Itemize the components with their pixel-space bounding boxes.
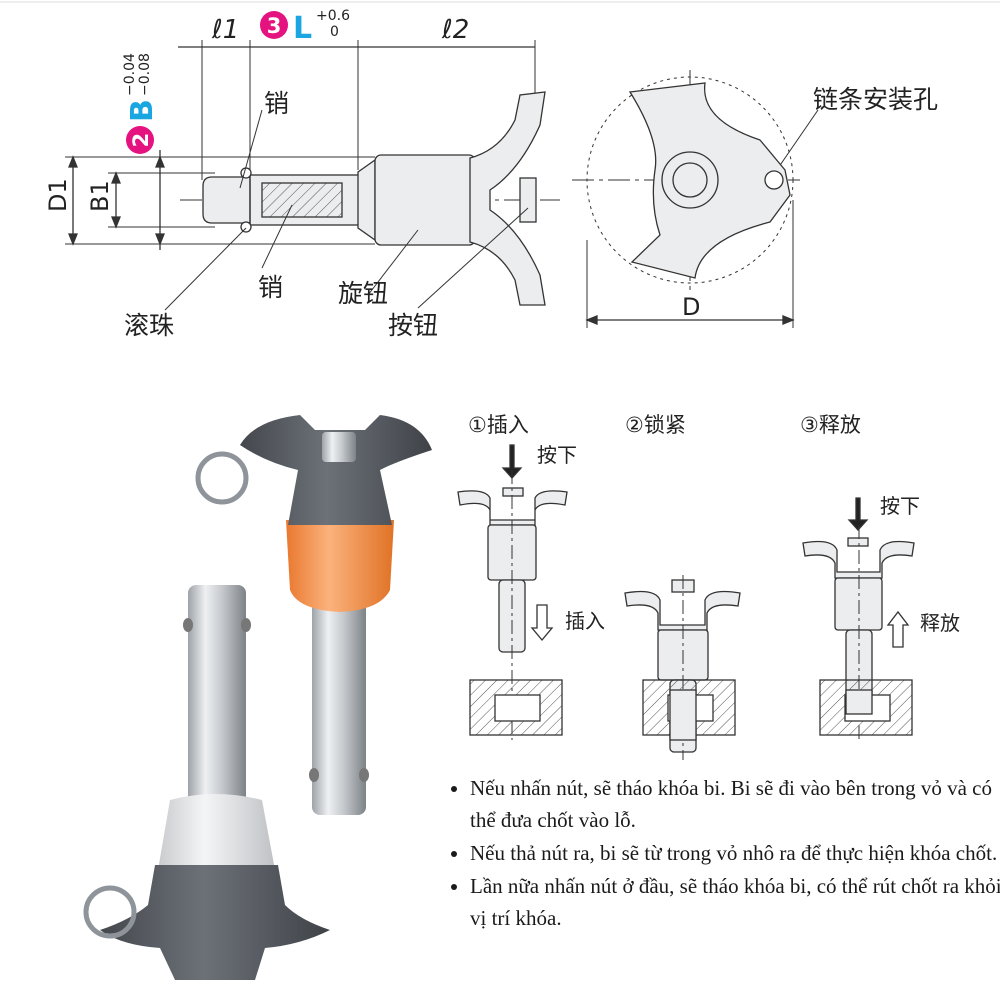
ball-label: 滚珠	[124, 311, 174, 340]
step-3-action-release: 释放	[920, 611, 960, 635]
D-label: D	[682, 293, 700, 321]
step-2-title: ②锁紧	[625, 413, 686, 437]
pin-label-bottom: 销	[258, 273, 283, 302]
badge-2-number: 2	[129, 133, 153, 148]
step-3-action-press: 按下	[880, 494, 920, 518]
step-1-title: ①插入	[468, 413, 529, 437]
step-3-figure	[802, 497, 915, 740]
product-photo	[83, 415, 432, 980]
end-view-drawing	[572, 70, 800, 328]
button-label: 按钮	[388, 311, 438, 340]
pin-label-top: 销	[264, 89, 289, 118]
knob-label: 旋钮	[338, 279, 388, 308]
L-tolerance-upper: +0.6	[316, 8, 350, 24]
B-tolerance-upper: −0.04	[122, 53, 138, 96]
B-letter: B	[125, 99, 160, 122]
D1-label: D1	[44, 178, 72, 212]
orange-pin	[195, 415, 432, 815]
white-pin	[83, 585, 330, 980]
step-1-action-press: 按下	[537, 443, 577, 467]
step-1-action-insert: 插入	[565, 609, 605, 633]
B-dimension-label: 2 B −0.04 −0.08	[122, 53, 160, 154]
instruction-2: Nếu thả nút ra, bi sẽ từ trong vỏ nhô ra…	[470, 837, 1000, 869]
B-tolerance-lower: −0.08	[137, 53, 153, 96]
B1-label: B1	[86, 180, 114, 212]
badge-2-icon	[126, 126, 154, 154]
step-1-figure	[457, 444, 568, 740]
L-tolerance-lower: 0	[330, 24, 339, 40]
instruction-1: Nếu nhấn nút, sẽ tháo khóa bi. Bi sẽ đi …	[470, 772, 1000, 836]
key-ring-icon	[195, 451, 249, 505]
l1-label: ℓ1	[211, 15, 239, 45]
key-ring-icon	[83, 885, 137, 939]
instruction-list: Nếu nhấn nút, sẽ tháo khóa bi. Bi sẽ đi …	[440, 772, 1000, 935]
chain-hole-label: 链条安装孔	[813, 85, 938, 114]
step-3-title: ③释放	[800, 413, 861, 437]
L-dimension-label: 3 L +0.6 0	[260, 8, 350, 46]
instruction-3: Lần nữa nhấn nút ở đầu, sẽ tháo khóa bi,…	[470, 870, 1000, 934]
L-letter: L	[293, 11, 312, 46]
step-2-figure	[624, 575, 741, 760]
l2-label: ℓ2	[441, 15, 469, 45]
badge-3-number: 3	[267, 14, 282, 38]
badge-3-icon	[260, 11, 288, 39]
side-view-drawing	[65, 40, 560, 306]
